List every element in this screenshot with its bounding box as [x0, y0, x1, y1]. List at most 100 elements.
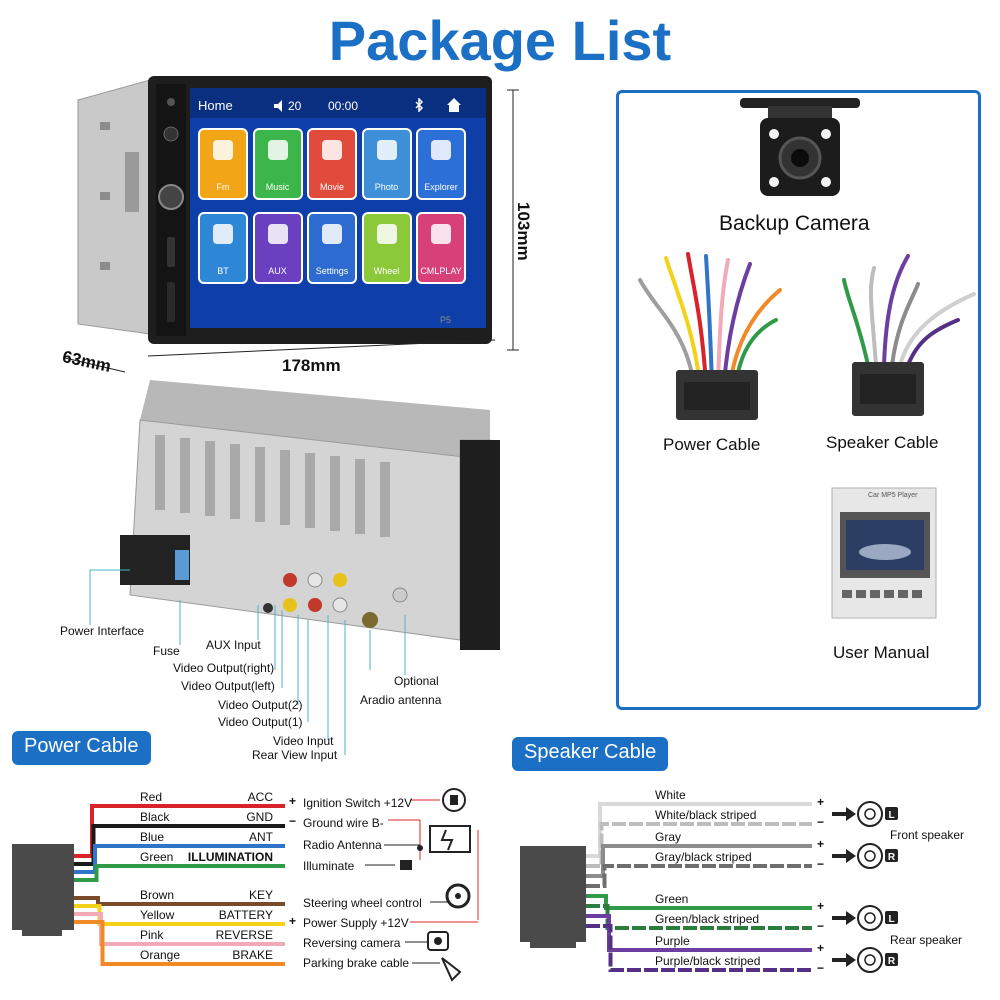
app-tile-music[interactable]: Music [252, 128, 303, 200]
app-icon-cmlplay [431, 224, 451, 244]
power-wire-code-label: ANT [249, 830, 273, 844]
app-icon-wheel [376, 224, 397, 244]
video-output-right-label: Video Output(right) [173, 661, 275, 675]
speaker-icon [857, 843, 883, 869]
power-wire-orange [74, 920, 285, 966]
app-tile-photo[interactable]: Photo [361, 128, 412, 200]
antenna-icon [417, 845, 423, 851]
speaker-cable-image [842, 254, 976, 416]
power-wire-color-label: Green [140, 850, 174, 864]
home-icon[interactable] [446, 97, 462, 113]
speaker-side-mark: R [888, 852, 896, 863]
app-icon-photo [376, 140, 397, 160]
arrow-icon [832, 911, 856, 925]
power-wire-code-label: ACC [247, 790, 273, 804]
speaker-icon [857, 947, 883, 973]
optional-label: Optional [394, 674, 439, 688]
app-label: Photo [374, 182, 399, 192]
app-tile-settings[interactable]: Settings [307, 212, 357, 284]
illuminate-label: Illuminate [303, 859, 355, 873]
reversing-label: Reversing camera [303, 936, 401, 950]
speaker-icon [857, 801, 883, 827]
page-title: Package List [328, 9, 672, 72]
power-wire-color-label: Orange [140, 948, 181, 962]
screen-volume-label: 20 [288, 99, 302, 113]
backup-camera-image [740, 98, 860, 196]
model-label: P5 [440, 315, 452, 325]
power-wire-color-label: Blue [140, 830, 165, 844]
speaker-wire-label: Gray [655, 830, 682, 844]
power-cable-heading: Power Cable [12, 731, 151, 765]
speaker-cable-label: Speaker Cable [826, 433, 939, 452]
app-icon-aux [267, 224, 288, 244]
app-tile-bt[interactable]: BT [198, 212, 248, 284]
power-wire-color-label: Yellow [140, 908, 175, 922]
speaker-wire-2 [586, 844, 812, 878]
speaker-wire-labels: White+White/black striped−Gray+Gray/blac… [500, 770, 1000, 1000]
app-label: Explorer [424, 182, 458, 192]
illuminate-icon [400, 860, 412, 870]
app-tile-aux[interactable]: AUX [252, 212, 303, 284]
package-contents-panel [616, 90, 981, 710]
power-wire-code-label: ILLUMINATION [187, 850, 273, 864]
speaker-icon [857, 905, 883, 931]
app-label: CMLPLAY [420, 266, 462, 276]
power-wire-code-label: BATTERY [218, 908, 273, 922]
user-manual-label: User Manual [833, 643, 930, 662]
plus-sign: + [817, 899, 825, 913]
app-tile-movie[interactable]: Movie [307, 128, 357, 200]
speaker-wire-label: Green/black striped [655, 912, 760, 926]
backup-camera-label: Backup Camera [719, 212, 870, 235]
speaker-side-mark: L [888, 810, 894, 821]
screen-home-label: Home [198, 98, 233, 113]
ground-label: Ground wire B- [303, 816, 384, 830]
speaker-wire-label: Purple/black striped [655, 954, 761, 968]
ground-minus-sign: − [289, 814, 297, 828]
power-interface-label: Power Interface [60, 624, 145, 638]
front-speaker-label: Front speaker [890, 828, 965, 842]
speaker-cable-heading: Speaker Cable [512, 737, 669, 771]
speaker-wire-label: Purple [655, 934, 690, 948]
app-label: BT [217, 266, 229, 276]
app-icon-explorer [431, 140, 451, 160]
app-label: Fm [216, 182, 230, 192]
power-wire-blue [74, 844, 285, 874]
app-tile-fm[interactable]: Fm [198, 128, 248, 200]
minus-sign: − [817, 919, 825, 933]
app-label: AUX [268, 266, 287, 276]
power-wire-brown [74, 896, 285, 906]
app-icon-music [267, 140, 288, 160]
ignition-label: Ignition Switch +12V [303, 796, 413, 810]
power-harness-connector [12, 844, 74, 930]
app-label: Music [265, 182, 290, 192]
speaker-wire-6 [586, 914, 812, 952]
wiring-diagram: L R L R [12, 788, 898, 982]
power-wire-color-label: Brown [140, 888, 175, 902]
power-supply-plus-sign: + [289, 914, 297, 928]
power-wire-color-label: Black [140, 810, 170, 824]
height-dimension: 103mm [514, 202, 533, 261]
head-unit-back [120, 380, 500, 650]
app-label: Settings [315, 266, 349, 276]
arrow-icon [832, 807, 856, 821]
speaker-wire-5 [586, 904, 812, 930]
width-dimension: 178mm [282, 356, 341, 375]
ignition-plus-sign: + [289, 794, 297, 808]
speaker-wire-3 [586, 864, 812, 888]
app-tile-cmlplay[interactable]: CMLPLAY [416, 212, 466, 284]
speaker-harness-connector [520, 846, 586, 942]
video-output-1-label: Video Output(1) [218, 715, 303, 729]
app-tile-wheel[interactable]: Wheel [361, 212, 412, 284]
screen-time-label: 00:00 [328, 99, 359, 113]
app-tile-explorer[interactable]: Explorer [416, 128, 466, 200]
volume-icon [274, 100, 282, 112]
power-wire-code-label: KEY [248, 888, 273, 902]
radio-antenna-label: Radio Antenna [303, 838, 382, 852]
manual-cover-text: Car MP5 Player [868, 492, 918, 499]
speaker-wire-label: White/black striped [655, 808, 757, 822]
plus-sign: + [817, 837, 825, 851]
speaker-side-mark: R [888, 956, 896, 967]
power-supply-label: Power Supply +12V [303, 916, 409, 930]
minus-sign: − [817, 815, 825, 829]
speaker-side-mark: L [888, 914, 894, 925]
